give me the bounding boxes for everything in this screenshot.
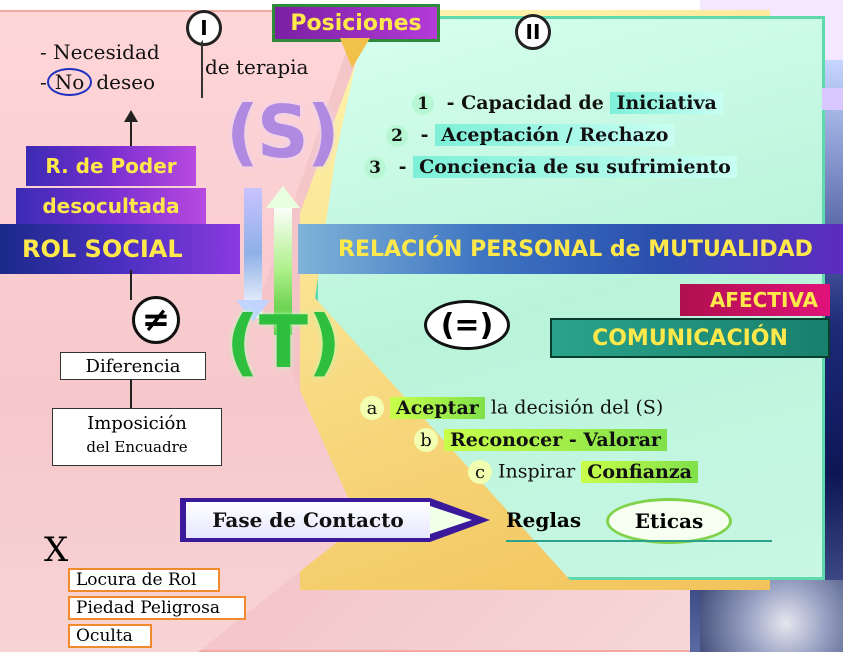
accion-item: a Aceptar la decisión del (S): [360, 396, 663, 420]
item-number: 2: [386, 125, 408, 147]
encuadre-text: del Encuadre: [86, 438, 188, 456]
locura-box: Locura de Rol: [68, 568, 220, 592]
oculta-box: Oculta: [68, 624, 152, 648]
afectiva-band: AFECTIVA: [680, 284, 830, 316]
deseo-text: deseo: [96, 70, 156, 94]
item-number: 1: [412, 93, 434, 115]
item-highlight: Confianza: [581, 460, 698, 483]
imposicion-box: Imposición del Encuadre: [52, 408, 222, 466]
item-number: 3: [364, 157, 386, 179]
capacidad-item: 1 - Capacidad de Iniciativa: [412, 92, 723, 115]
not-equal-icon: ≠: [132, 296, 180, 344]
t-symbol: (T): [226, 300, 341, 384]
lavender-chip: [822, 88, 843, 110]
item-letter: a: [360, 396, 384, 420]
eticas-oval: Eticas: [606, 498, 732, 544]
item-pre: Capacidad de: [461, 92, 611, 114]
arrow-up-icon-green: [266, 186, 300, 208]
connector-line: [130, 380, 132, 408]
desocultada-label: desocultada: [16, 188, 206, 224]
relacion-band: RELACIÓN PERSONAL de MUTUALIDAD: [298, 224, 843, 274]
rol-social-band: ROL SOCIAL: [0, 224, 240, 274]
item-highlight: Conciencia de su sufrimiento: [413, 156, 737, 178]
arrow-right-inner: [430, 506, 472, 534]
roman-two-badge: II: [515, 14, 551, 50]
necesidad-text: - Necesidad: [40, 40, 160, 64]
item-rest: la decisión del (S): [484, 396, 664, 419]
poder-label: R. de Poder: [26, 146, 196, 186]
s-symbol: (S): [226, 90, 340, 174]
item-highlight: Aceptar: [390, 396, 485, 419]
brace-connector: [173, 40, 203, 98]
accion-item: c Inspirar Confianza: [468, 460, 698, 484]
posiciones-title: Posiciones: [272, 4, 440, 42]
no-circled: No: [46, 68, 93, 96]
item-highlight: Aceptación / Rechazo: [435, 124, 675, 146]
de-terapia-text: de terapia: [205, 55, 309, 79]
cross-icon: X: [44, 530, 69, 570]
portrait-image: [700, 580, 843, 652]
capacidad-item: 2 - Aceptación / Rechazo: [386, 124, 675, 147]
diferencia-box: Diferencia: [60, 352, 206, 380]
item-sep: -: [440, 92, 462, 114]
item-pre: Inspirar: [498, 460, 582, 483]
comunicacion-box: COMUNICACIÓN: [550, 318, 830, 358]
arrow-down-shaft: [244, 188, 262, 318]
arrow-up-icon: [124, 110, 138, 122]
equal-icon: (=): [424, 300, 510, 350]
item-letter: b: [414, 428, 438, 452]
no-prefix: -: [40, 70, 47, 94]
item-highlight: Iniciativa: [610, 92, 723, 114]
reglas-text: Reglas: [506, 508, 582, 532]
accion-item: b Reconocer - Valorar: [414, 428, 667, 452]
capacidad-item: 3 - Conciencia de su sufrimiento: [364, 156, 737, 179]
item-sep: -: [392, 156, 414, 178]
fase-contacto-box: Fase de Contacto: [180, 498, 430, 542]
item-highlight: Reconocer - Valorar: [444, 428, 667, 451]
item-letter: c: [468, 460, 492, 484]
arrow-up-line: [130, 120, 132, 148]
arrow-up-shaft: [274, 205, 292, 335]
connector-line: [130, 270, 132, 300]
item-sep: -: [414, 124, 436, 146]
piedad-box: Piedad Peligrosa: [68, 596, 246, 620]
arrow-down-icon: [236, 300, 270, 322]
roman-one-badge: I: [186, 10, 222, 46]
imposicion-text: Imposición: [87, 413, 187, 434]
underline: [506, 540, 772, 542]
